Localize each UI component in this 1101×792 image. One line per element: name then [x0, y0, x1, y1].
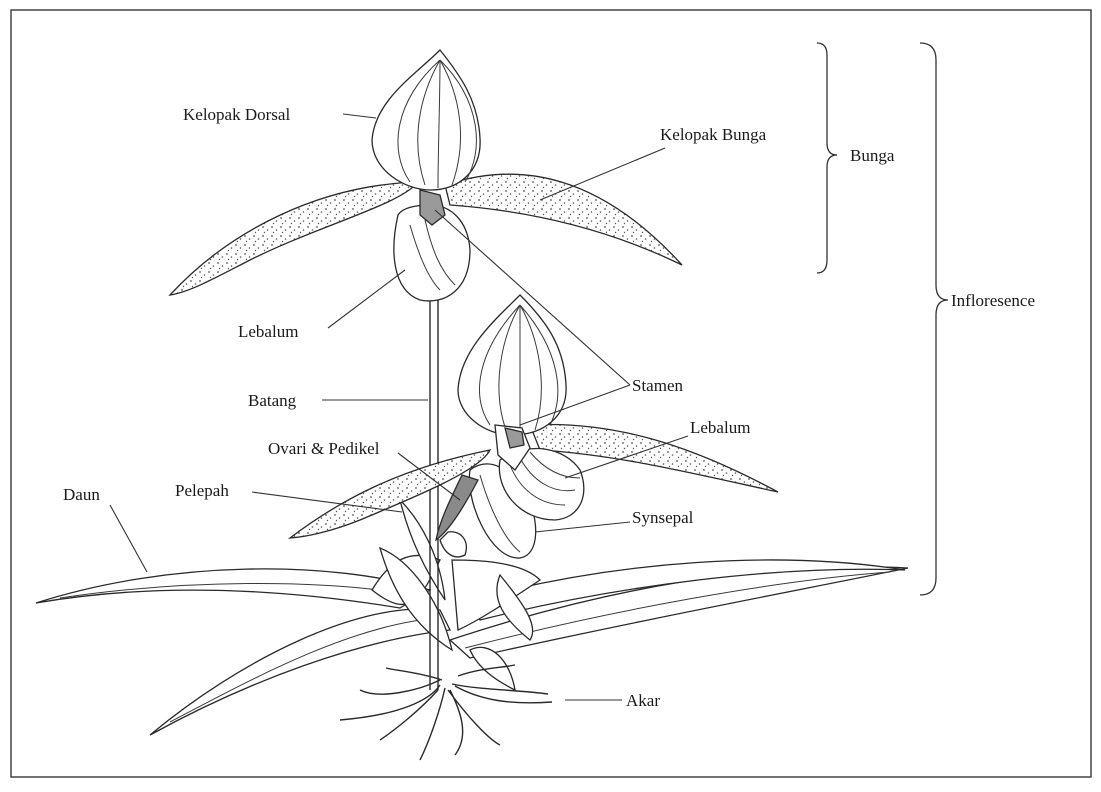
label-ovari-pedikel: Ovari & Pedikel [268, 439, 380, 458]
bract [440, 532, 466, 557]
label-daun: Daun [63, 485, 100, 504]
label-kelopak-dorsal: Kelopak Dorsal [183, 105, 290, 124]
label-kelopak-bunga: Kelopak Bunga [660, 125, 767, 144]
label-stamen: Stamen [632, 376, 683, 395]
ovary [436, 475, 478, 540]
label-synsepal: Synsepal [632, 508, 694, 527]
leaf-left [36, 569, 430, 608]
label-akar: Akar [626, 691, 660, 710]
label-pelepah: Pelepah [175, 481, 229, 500]
leader-synsepal [535, 522, 630, 532]
leaves [36, 500, 908, 735]
upper-petal-left [170, 182, 418, 295]
leader-kelopak-dorsal [343, 114, 376, 118]
brace-bunga [817, 43, 837, 273]
brace-inflorescence [920, 43, 948, 595]
leader-daun [110, 505, 147, 572]
label-bunga: Bunga [850, 146, 895, 165]
label-lebalum-top: Lebalum [238, 322, 298, 341]
root-lines [340, 680, 552, 760]
label-lebalum-bottom: Lebalum [690, 418, 750, 437]
upper-dorsal-sepal [372, 50, 480, 190]
label-batang: Batang [248, 391, 297, 410]
label-inflorescence: Infloresence [951, 291, 1035, 310]
leader-kelopak-bunga [540, 148, 665, 200]
roots [340, 665, 552, 760]
leader-lebalum-top [328, 270, 405, 328]
upper-flower [170, 50, 682, 301]
